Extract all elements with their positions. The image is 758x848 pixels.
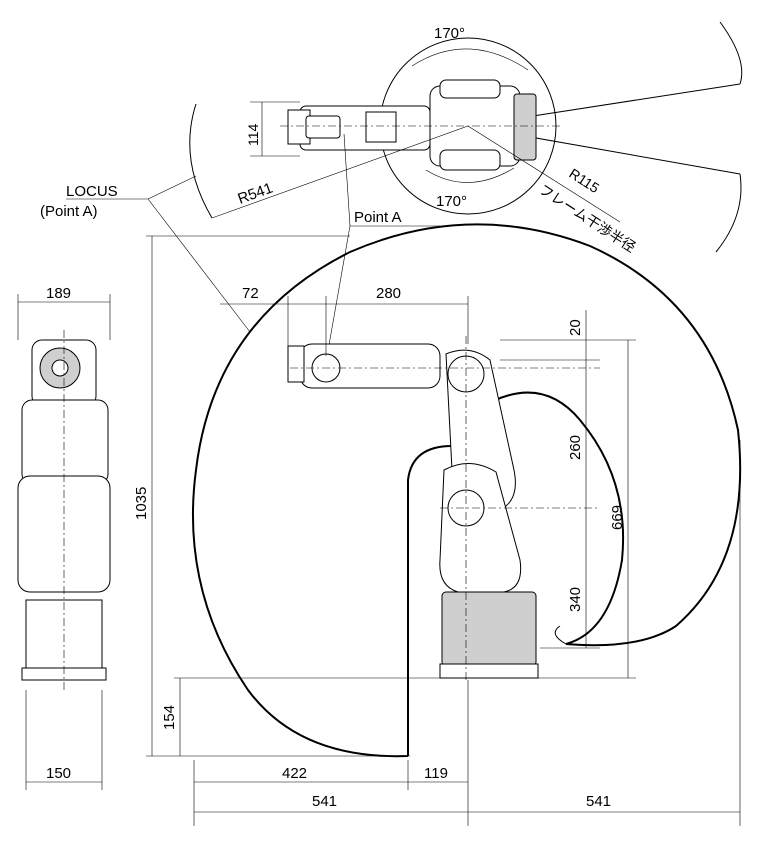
- dim-154-label: 154: [161, 705, 178, 730]
- top-angle-lower-label: 170°: [436, 193, 467, 210]
- top-reach-arc-right: [719, 21, 743, 85]
- locus-point-a-label: (Point A): [40, 203, 98, 220]
- top-angle-upper-label: 170°: [434, 25, 465, 42]
- front-view: [17, 294, 111, 790]
- point-a-leader-top: [343, 133, 351, 227]
- dim-340-label: 340: [567, 587, 584, 612]
- top-reach-arc-right-lower: [715, 173, 742, 253]
- dim-260-label: 260: [567, 435, 584, 460]
- top-base-cap-upper: [439, 79, 501, 99]
- dim-541-right-label: 541: [586, 793, 611, 810]
- locus-leader-top: [147, 175, 197, 200]
- dim-72-label: 72: [242, 285, 259, 302]
- side-base-motor: [441, 591, 537, 667]
- top-r541-label: R541: [236, 180, 276, 208]
- point-a-label: Point A: [354, 209, 402, 226]
- top-reach-arc-left: [189, 103, 213, 219]
- dim-119-label: 119: [424, 765, 448, 782]
- top-dim-114-label: 114: [245, 123, 261, 146]
- dim-189-label: 189: [46, 285, 71, 302]
- top-base-cap-lower: [439, 149, 501, 171]
- locus-leader-side: [147, 198, 251, 333]
- top-angle-arc-upper: [411, 48, 529, 71]
- front-flange-center: [51, 359, 69, 377]
- dim-541-left-label: 541: [312, 793, 337, 810]
- top-angle-arc-lower: [425, 167, 515, 183]
- top-r115-leader: [467, 125, 621, 223]
- top-arm-tool: [305, 115, 341, 139]
- top-view: [189, 21, 743, 253]
- point-a-leader-side: [325, 225, 351, 363]
- dim-20-label: 20: [567, 319, 584, 336]
- top-base-motor: [513, 93, 537, 161]
- top-r541-leader: [211, 125, 469, 219]
- side-envelope-inner: [554, 625, 567, 645]
- side-base-plate: [439, 663, 539, 679]
- dim-1035-label: 1035: [133, 487, 150, 520]
- side-view: [146, 223, 742, 826]
- locus-label: LOCUS: [66, 183, 118, 200]
- dim-422-label: 422: [282, 765, 307, 782]
- dim-280-label: 280: [376, 285, 401, 302]
- front-upper-arm: [21, 399, 109, 485]
- top-arm-joint: [365, 111, 397, 143]
- dim-150-label: 150: [46, 765, 71, 782]
- dim-669-label: 669: [609, 505, 626, 530]
- side-wrist: [287, 345, 305, 383]
